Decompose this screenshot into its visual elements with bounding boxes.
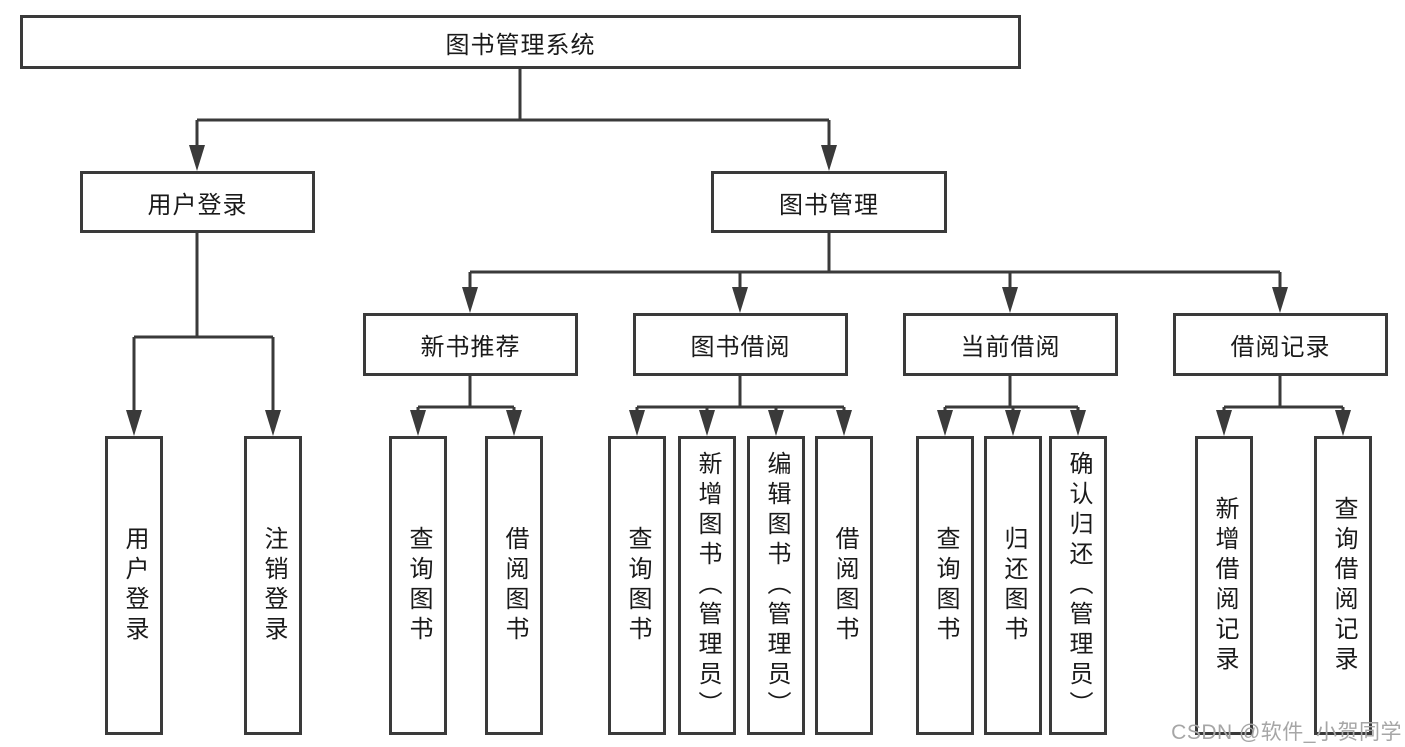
leaf-label: 编辑图书（管理员） <box>763 450 790 721</box>
node-user-login: 用户登录 <box>80 171 315 233</box>
node-label: 用户登录 <box>147 191 248 219</box>
node-library-management-system: 图书管理系统 <box>20 15 1021 69</box>
leaf-label: 借阅图书 <box>831 525 858 646</box>
node-label: 当前借阅 <box>960 334 1061 361</box>
node-label: 图书管理 <box>779 191 879 219</box>
node-book-management: 图书管理 <box>711 171 947 233</box>
leaf-label: 借阅图书 <box>501 525 528 646</box>
leaf-query-books-borrowing: 查询图书 <box>608 436 666 735</box>
node-label: 借阅记录 <box>1230 334 1331 361</box>
leaf-label: 归还图书 <box>1000 525 1027 646</box>
leaf-add-borrow-record: 新增借阅记录 <box>1195 436 1253 735</box>
leaf-label: 查询图书 <box>624 525 651 646</box>
leaf-borrow-books-recommend: 借阅图书 <box>485 436 543 735</box>
leaf-label: 查询图书 <box>932 525 959 646</box>
leaf-label: 新增图书（管理员） <box>694 450 721 721</box>
node-current-borrowing: 当前借阅 <box>903 313 1118 376</box>
leaf-label: 确认归还（管理员） <box>1065 450 1092 721</box>
leaf-query-borrow-record: 查询借阅记录 <box>1314 436 1372 735</box>
leaf-label: 注销登录 <box>260 525 287 646</box>
node-new-book-recommendation: 新书推荐 <box>363 313 578 376</box>
leaf-label: 查询图书 <box>405 525 432 646</box>
node-label: 图书借阅 <box>690 334 791 361</box>
leaf-confirm-return-admin: 确认归还（管理员） <box>1049 436 1107 735</box>
arrowhead-icons <box>126 145 1351 436</box>
leaf-query-books-recommend: 查询图书 <box>389 436 447 735</box>
node-label: 新书推荐 <box>420 334 521 361</box>
leaf-label: 新增借阅记录 <box>1211 495 1238 676</box>
leaf-borrow-books: 借阅图书 <box>815 436 873 735</box>
node-label: 图书管理系统 <box>445 31 596 59</box>
node-borrowing-records: 借阅记录 <box>1173 313 1388 376</box>
leaf-edit-book-admin: 编辑图书（管理员） <box>747 436 805 735</box>
leaf-user-login: 用户登录 <box>105 436 163 735</box>
csdn-watermark: CSDN @软件_小贺同学 <box>1171 721 1402 744</box>
leaf-return-books: 归还图书 <box>984 436 1042 735</box>
leaf-label: 用户登录 <box>121 525 148 646</box>
leaf-add-book-admin: 新增图书（管理员） <box>678 436 736 735</box>
leaf-label: 查询借阅记录 <box>1330 495 1357 676</box>
node-book-borrowing: 图书借阅 <box>633 313 848 376</box>
leaf-query-books-current: 查询图书 <box>916 436 974 735</box>
leaf-logout: 注销登录 <box>244 436 302 735</box>
